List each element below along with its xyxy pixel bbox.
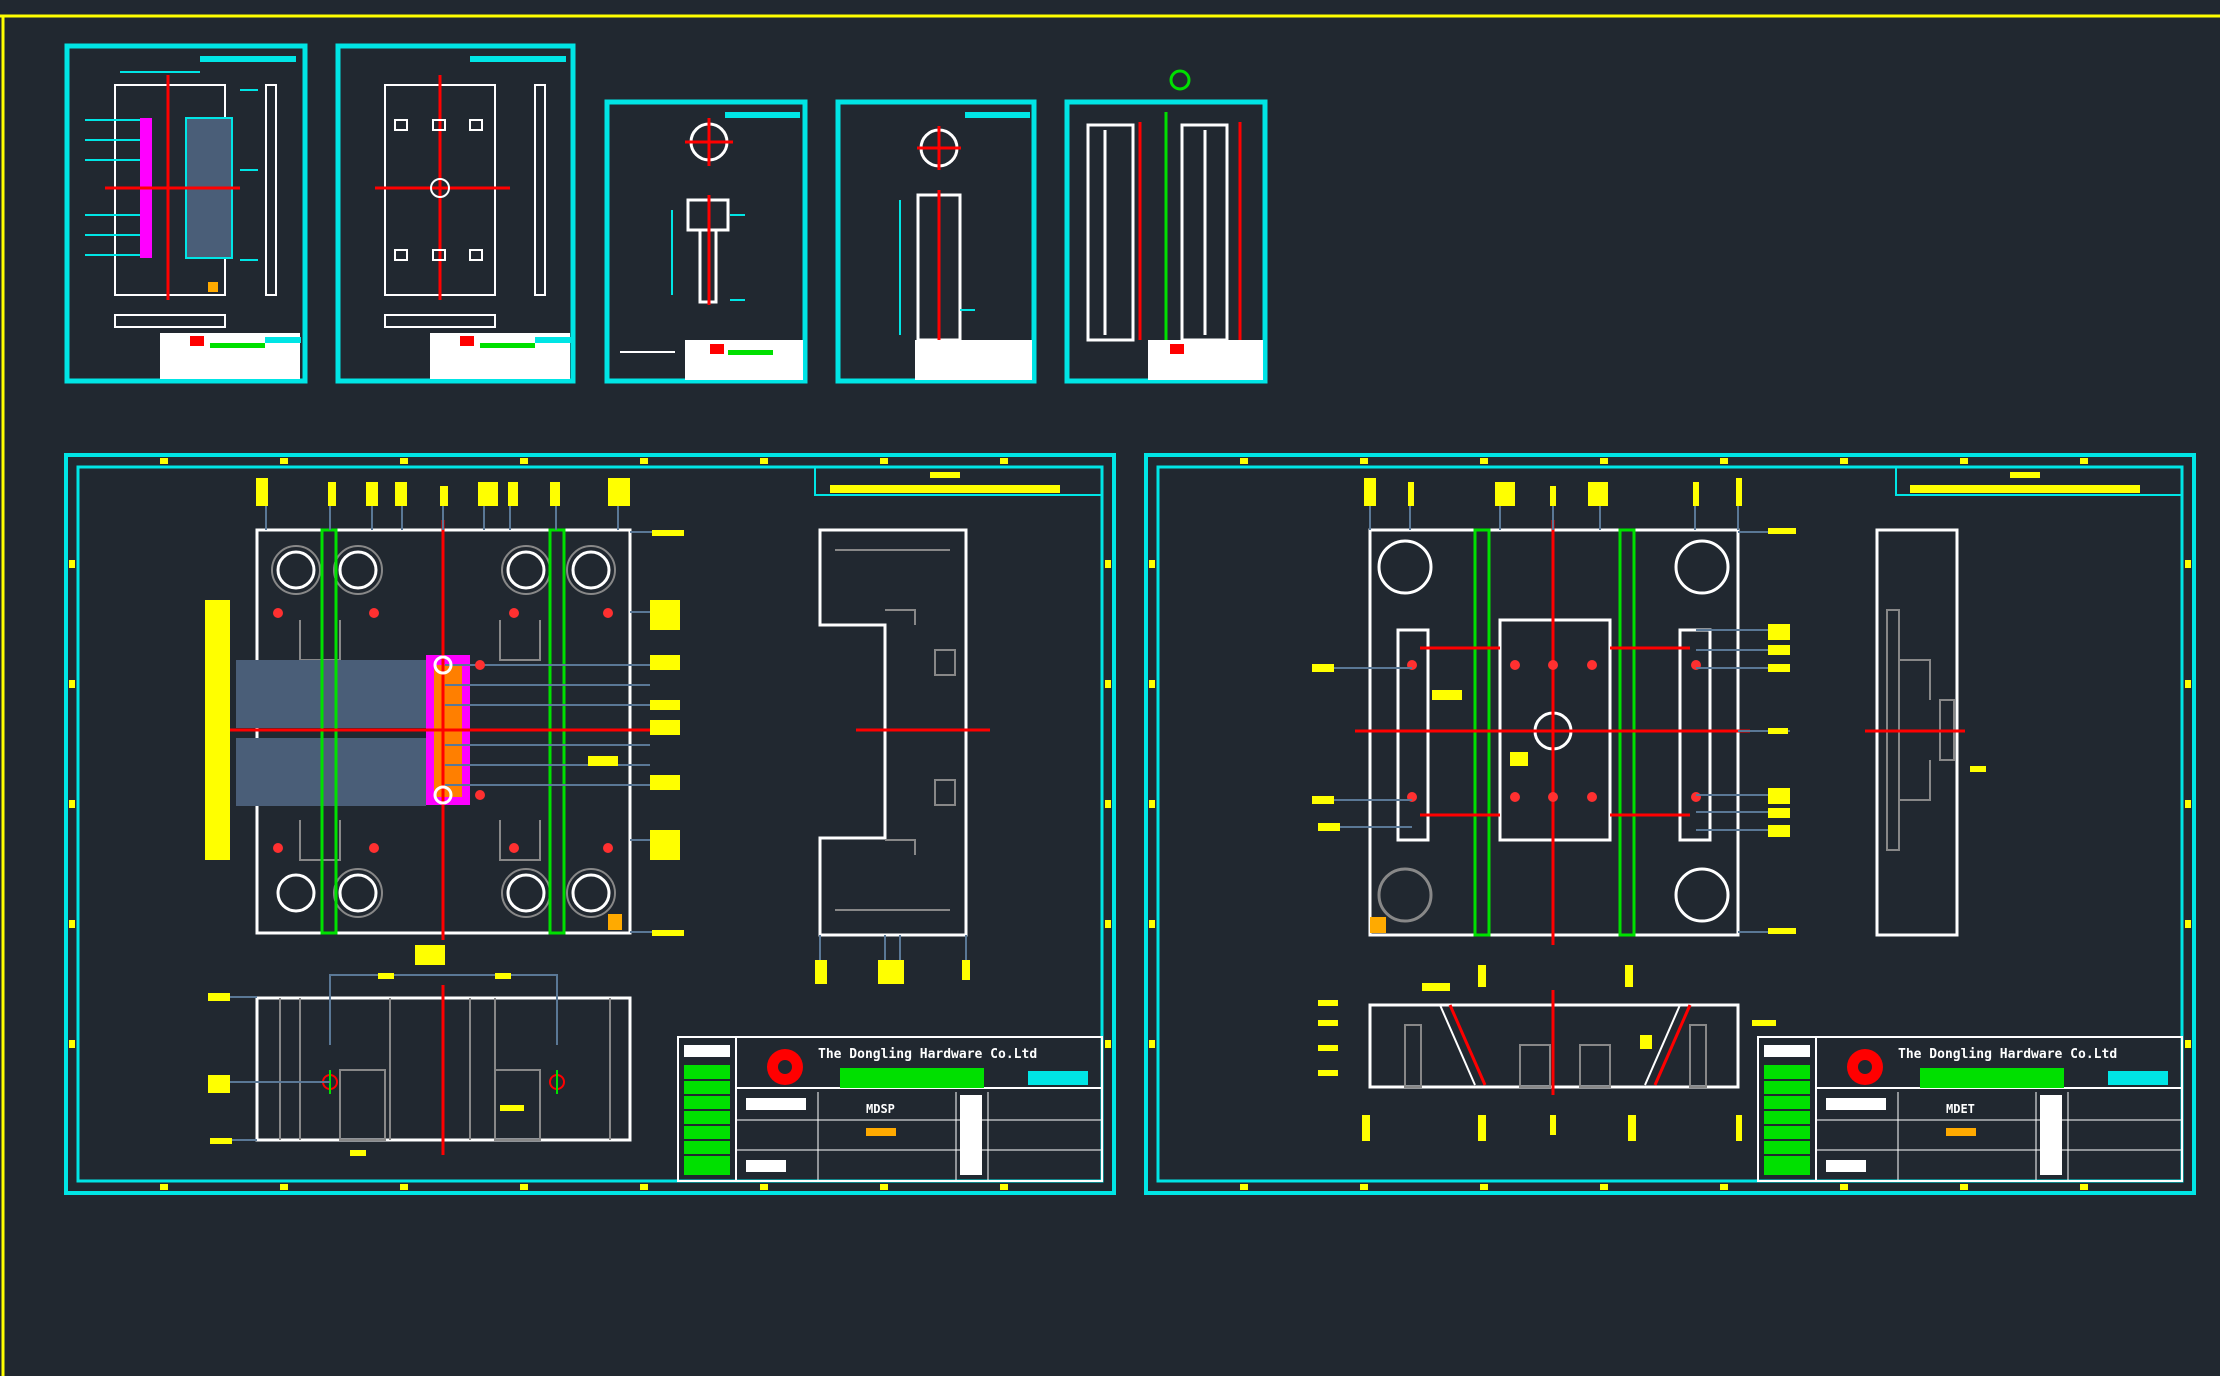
title-block-company-name: The Dongling Hardware Co.Ltd bbox=[818, 1047, 1037, 1062]
title-block-right: The Dongling Hardware Co.Ltd MDET bbox=[1757, 1036, 2183, 1182]
company-logo-icon bbox=[767, 1049, 803, 1085]
sheet-large-cavity-side-layout[interactable]: The Dongling Hardware Co.Ltd MDET bbox=[1144, 453, 2196, 1195]
title-block-left: The Dongling Hardware Co.Ltd MDSP bbox=[677, 1036, 1103, 1182]
frame-zone-ticks bbox=[69, 458, 1111, 1190]
frame-zone-ticks-right bbox=[1149, 458, 2191, 1190]
title-block-drawing-code: MDSP bbox=[866, 1102, 895, 1116]
dimension-markers bbox=[256, 478, 684, 965]
title-block-company-name-right: The Dongling Hardware Co.Ltd bbox=[1898, 1047, 2117, 1062]
sheet-small-part-d[interactable] bbox=[835, 99, 1037, 384]
company-logo-icon bbox=[1847, 1049, 1883, 1085]
bolt-markers bbox=[273, 608, 613, 853]
revision-strip bbox=[814, 466, 1103, 496]
sheet-small-plate-b[interactable] bbox=[335, 43, 576, 384]
sheet-small-assembly-a[interactable] bbox=[64, 43, 308, 384]
ucs-origin-icon bbox=[1169, 69, 1191, 91]
revision-strip-right bbox=[1895, 466, 2183, 496]
sheet-small-part-c[interactable] bbox=[604, 99, 808, 384]
sheet-small-section-e[interactable] bbox=[1064, 99, 1268, 384]
title-block-drawing-code-right: MDET bbox=[1946, 1102, 1975, 1116]
sheet-large-core-side-layout[interactable]: The Dongling Hardware Co.Ltd MDSP bbox=[64, 453, 1116, 1195]
drawing-limits-border bbox=[0, 14, 2220, 1376]
